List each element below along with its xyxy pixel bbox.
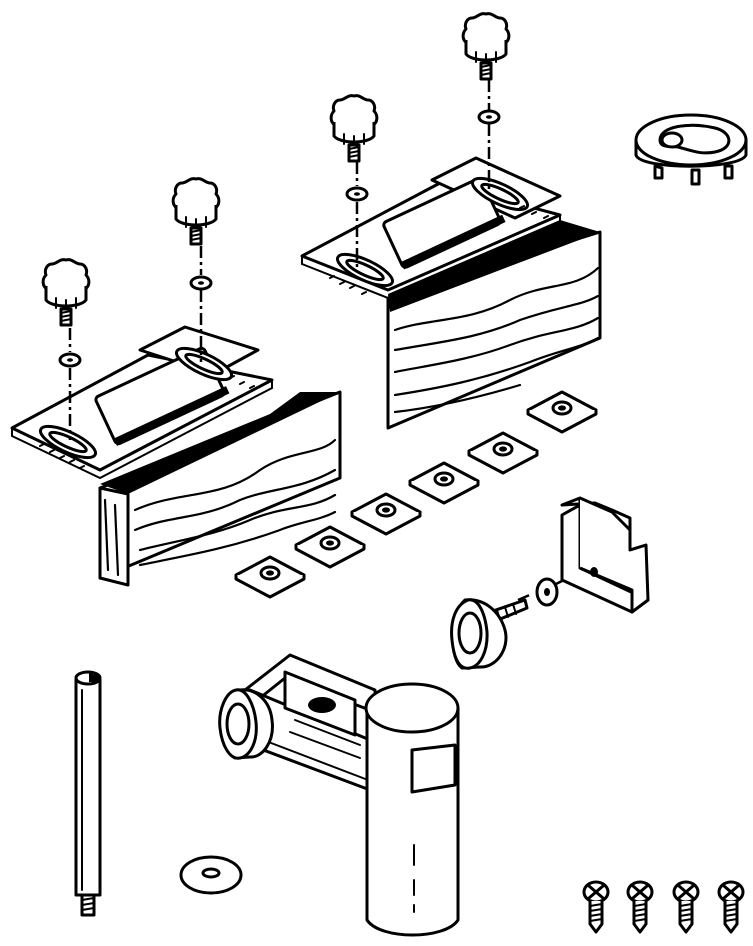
keyhole-cap (634, 113, 748, 186)
square-nut-plate-icon (350, 492, 422, 536)
washer-e (535, 577, 559, 607)
guide-rod (74, 670, 102, 917)
square-nut-plate-icon (294, 525, 366, 569)
fence-bracket-right (300, 156, 602, 430)
flat-washer (179, 855, 243, 895)
screw-icon (626, 880, 654, 934)
washer-a (58, 352, 82, 368)
square-nut-plate-icon (408, 461, 480, 505)
screw-icon (717, 880, 745, 934)
fence-bracket-left (10, 325, 342, 587)
washer-c (345, 186, 369, 202)
washer-d (477, 109, 501, 125)
knob-a (41, 258, 91, 327)
screws (582, 880, 745, 934)
knob-c (329, 94, 379, 163)
washer-b (189, 275, 213, 291)
center-lines (68, 80, 569, 602)
square-nut-plate-icon (526, 390, 598, 434)
square-nut-plate-icon (234, 555, 306, 599)
square-nut-plate-icon (467, 431, 539, 475)
knob-b (171, 177, 221, 246)
knob-e (450, 598, 529, 670)
screw-icon (672, 880, 700, 934)
angle-bracket (560, 496, 650, 614)
knob-d (461, 12, 511, 81)
screw-icon (582, 880, 610, 934)
clamp-post (218, 653, 460, 937)
